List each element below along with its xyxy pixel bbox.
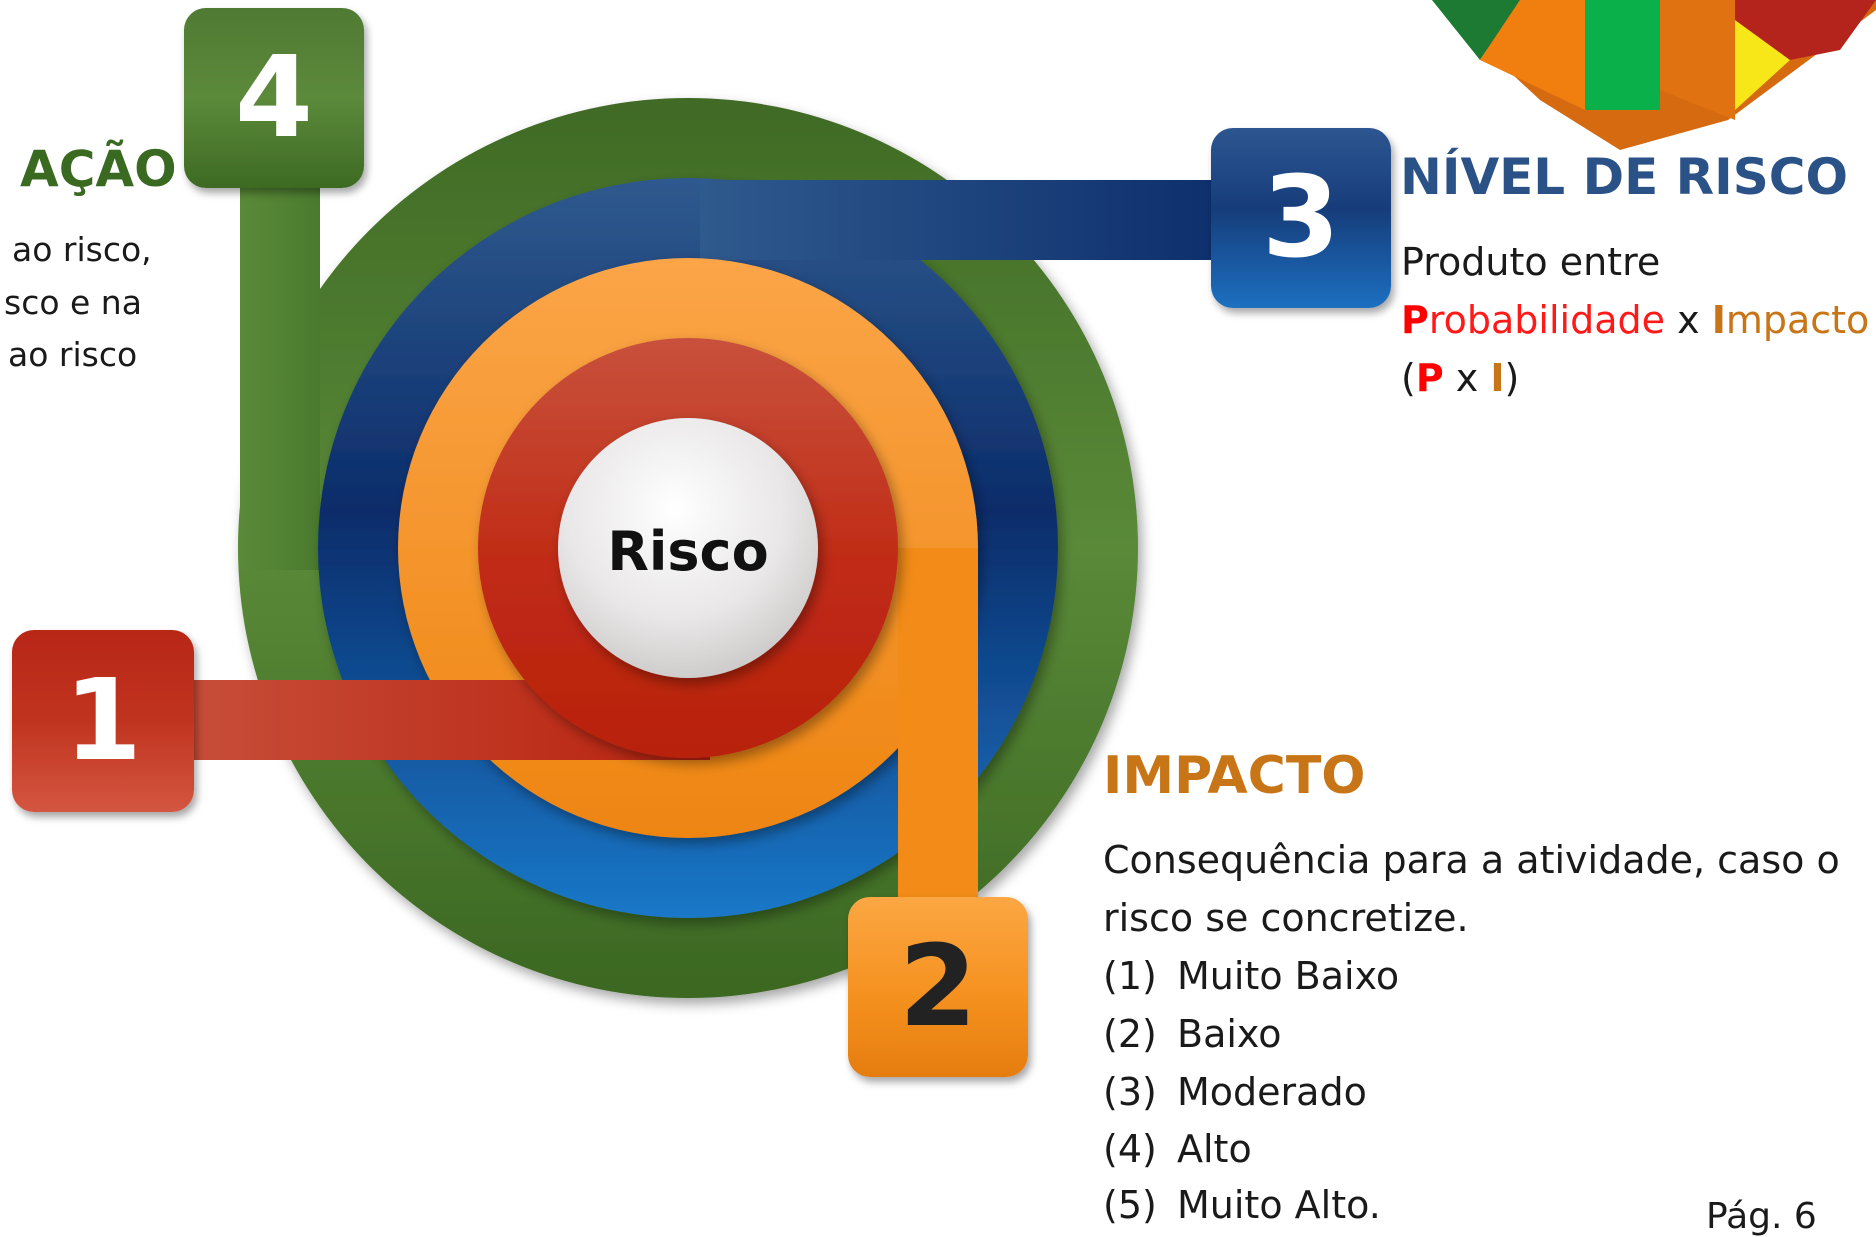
times-sign: x [1677,298,1700,342]
paren-open: ( [1401,356,1416,400]
step-2-number: 2 [899,922,977,1052]
paren-close: ) [1504,356,1520,400]
nivel-formula-line: Probabilidade x Impacto [1401,298,1869,342]
acao-text-line-1: ao risco, [12,230,152,269]
impacto-title: IMPACTO [1103,746,1366,806]
impacto-level-item: (4) Alto [1103,1127,1252,1171]
impacto-level-item: (3) Moderado [1103,1070,1367,1114]
level-code: (5) [1103,1183,1157,1227]
step-3-number: 3 [1262,153,1340,283]
step-3-box: 3 [1211,128,1391,308]
level-label: Alto [1177,1127,1252,1171]
probabilidade-rest: robabilidade [1428,298,1666,342]
step-4-number: 4 [235,33,313,163]
level-code: (4) [1103,1127,1157,1171]
short-x: x [1455,356,1479,400]
bar-orange [898,548,978,928]
acao-title: AÇÃO [20,140,177,198]
step-4-box: 4 [184,8,364,188]
level-label: Moderado [1177,1070,1367,1114]
acao-text-line-2: sco e na [4,283,142,322]
impacto-level-item: (2) Baixo [1103,1012,1281,1056]
acao-text-line-3: ao risco [8,335,138,374]
nivel-short-formula: (P x I) [1401,356,1519,400]
level-code: (3) [1103,1070,1157,1114]
short-p: P [1415,356,1444,400]
bar-green [240,150,320,570]
bar-blue [700,180,1260,260]
p-letter: P [1401,298,1429,342]
level-code: (1) [1103,954,1157,998]
level-code: (2) [1103,1012,1157,1056]
impacto-rest: mpacto [1725,298,1870,342]
level-label: Baixo [1177,1012,1282,1056]
level-label: Muito Baixo [1177,954,1400,998]
center-label: Risco [607,520,768,583]
page-number: Pág. 6 [1706,1196,1817,1237]
logo-fragment [1432,0,1876,150]
impacto-level-item: (1) Muito Baixo [1103,954,1399,998]
step-2-box: 2 [848,897,1028,1077]
step-1-box: 1 [12,630,194,812]
i-letter: I [1711,298,1726,342]
level-label: Muito Alto. [1177,1183,1381,1227]
nivel-text-line-1: Produto entre [1401,240,1661,284]
short-i: I [1490,356,1505,400]
nivel-de-risco-title: NÍVEL DE RISCO [1400,148,1848,206]
step-1-number: 1 [64,656,142,786]
impacto-level-item: (5) Muito Alto. [1103,1183,1381,1227]
impacto-description-line-2: risco se concretize. [1103,896,1469,940]
center-circle [558,418,818,678]
impacto-description-line-1: Consequência para a atividade, caso o [1103,838,1840,882]
